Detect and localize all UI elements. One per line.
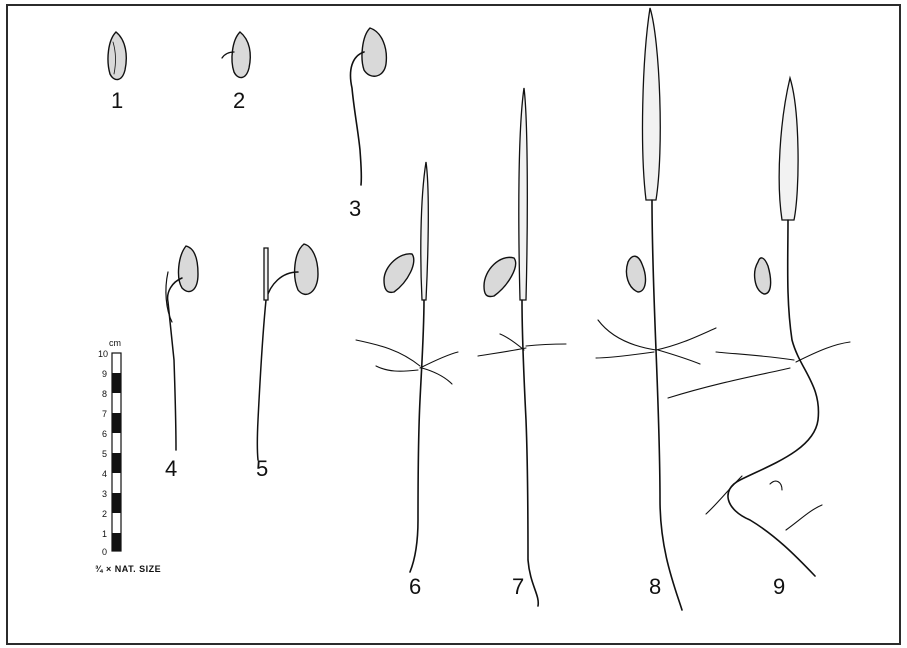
- stage-9-seedling: [668, 78, 850, 576]
- scale-tick-1: 1: [102, 529, 107, 539]
- scale-tick-9: 9: [102, 369, 107, 379]
- stage-4-seedling: [166, 246, 198, 450]
- stage-label-7: 7: [512, 574, 524, 599]
- stage-label-5: 5: [256, 456, 268, 481]
- stage-label-4: 4: [165, 456, 177, 481]
- stage-2-germinating-seed: [222, 32, 250, 78]
- scale-tick-5: 5: [102, 449, 107, 459]
- scale-tick-6: 6: [102, 429, 107, 439]
- scale-tick-3: 3: [102, 489, 107, 499]
- scale-tick-7: 7: [102, 409, 107, 419]
- scale-tick-2: 2: [102, 509, 107, 519]
- scale-tick-10: 10: [98, 349, 108, 359]
- stage-label-6: 6: [409, 574, 421, 599]
- stage-7-seedling: [478, 88, 566, 606]
- stage-8-seedling: [596, 8, 716, 610]
- stage-3-seedling: [351, 28, 387, 185]
- stage-1-seed: [108, 32, 126, 80]
- scale-tick-8: 8: [102, 389, 107, 399]
- stage-label-1: 1: [111, 88, 123, 113]
- scale-tick-4: 4: [102, 469, 107, 479]
- stage-label-2: 2: [233, 88, 245, 113]
- stage-label-9: 9: [773, 574, 785, 599]
- scale-tick-0: 0: [102, 547, 107, 557]
- stage-label-8: 8: [649, 574, 661, 599]
- stage-label-3: 3: [349, 196, 361, 221]
- scale-caption: ¾ × NAT. SIZE: [95, 564, 161, 574]
- scale-unit: cm: [109, 338, 121, 348]
- stage-6-seedling: [356, 162, 458, 572]
- scale-bar: cm 10 9 8 7 6 5 4 3 2 1 0 ¾ × NAT. SIZE: [95, 338, 161, 574]
- stage-5-seedling: [257, 244, 318, 460]
